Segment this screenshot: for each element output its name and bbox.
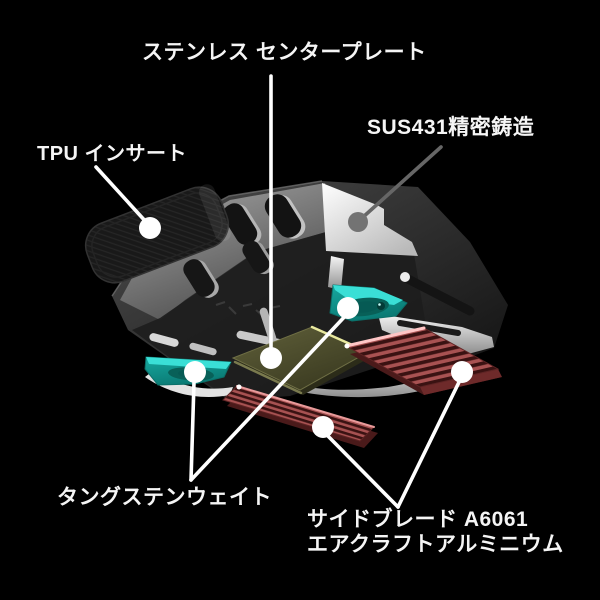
callout-line-weight-right [189,310,351,482]
sole-cutouts [183,194,306,298]
callout-line-blade-upper [396,374,464,509]
callout-line-weight-left [189,380,196,482]
label-face-material: SUS431精密鋳造 [367,116,535,139]
callout-line-blade-lower [321,429,400,509]
face-plate [322,183,418,256]
label-side-blades-line2: エアクラフトアルミニウム [307,533,564,556]
callout-dot-blade-upper [451,361,473,383]
body-right-wing [328,256,494,354]
callout-dot-weight-right [337,297,359,319]
label-side-blades: サイドブレード A6061 エアクラフトアルミニウム [307,507,564,557]
callout-dot-weight-left [184,361,206,383]
label-tungsten-weights: タングステンウェイト [57,486,272,509]
callout-dot-center-plate [260,347,282,369]
callout-dot-sus [348,212,368,232]
callout-line-tpu [94,165,149,225]
side-blade-lower [222,384,378,448]
callout-lines [94,74,464,509]
callout-dot-blade-lower [312,416,334,438]
engraved-logo [215,301,281,317]
label-tpu-insert: TPU インサート [37,143,188,165]
label-center-plate: ステンレス センタープレート [142,41,427,64]
callout-dot-tpu [139,217,161,239]
label-side-blades-line1: サイドブレード A6061 [307,508,529,531]
callout-dots [139,212,473,438]
callout-line-sus [360,145,443,220]
